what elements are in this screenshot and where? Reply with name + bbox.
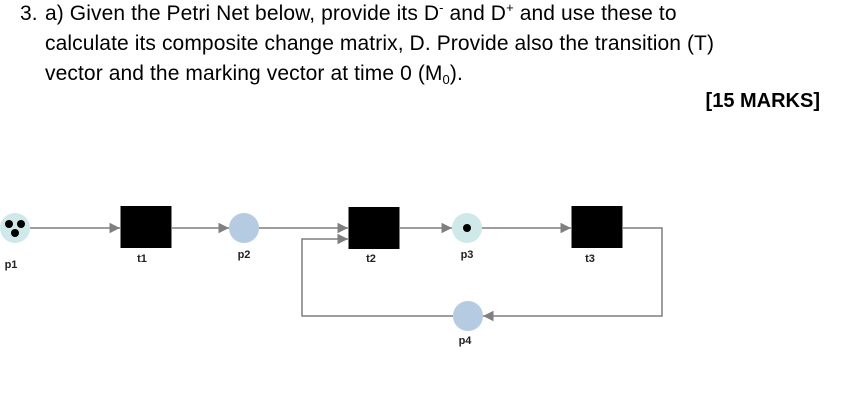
label-p4: p4 [459, 335, 473, 347]
label-p1: p1 [5, 259, 18, 271]
line3-text-b: ). [449, 62, 463, 85]
label-t3: t3 [585, 253, 595, 265]
transition-t1 [120, 206, 172, 248]
token-p3-1 [463, 224, 471, 232]
token-p1-2 [17, 220, 25, 228]
question-line-1: a) Given the Petri Net below, provide it… [45, 0, 677, 26]
line1-text-b: and D [443, 2, 507, 25]
d-plus-superscript: + [506, 0, 514, 15]
place-p1 [0, 213, 30, 243]
label-t1: t1 [137, 253, 147, 265]
arcs-layer [30, 222, 663, 322]
transition-t2 [348, 207, 400, 249]
question-line-3: vector and the marking vector at time 0 … [45, 62, 463, 86]
d-minus-superscript: - [439, 0, 444, 15]
question-line-2: calculate its composite change matrix, D… [45, 32, 715, 55]
place-p2 [229, 213, 259, 243]
label-p3: p3 [461, 249, 474, 261]
labels-layer: p1 p2 p3 p4 t1 t2 t3 [5, 249, 595, 347]
nodes-layer [0, 206, 623, 331]
marks-label: [15 MARKS] [705, 90, 820, 112]
line3-text-a: vector and the marking vector at time 0 … [45, 62, 443, 85]
question-number: 3. [20, 2, 38, 25]
token-p1-1 [5, 220, 13, 228]
line1-text-c: and use these to [513, 2, 677, 25]
m0-subscript: 0 [442, 72, 450, 87]
place-p4 [453, 301, 483, 331]
line1-text-a: a) Given the Petri Net below, provide it… [45, 2, 440, 25]
label-t2: t2 [366, 253, 376, 265]
question-text: 3. a) Given the Petri Net below, provide… [0, 0, 850, 140]
arc-p4-t2 [301, 233, 453, 317]
label-p2: p2 [238, 249, 251, 261]
arc-t3-p4 [483, 227, 663, 322]
transition-t3 [571, 206, 623, 248]
token-p1-3 [11, 229, 19, 237]
